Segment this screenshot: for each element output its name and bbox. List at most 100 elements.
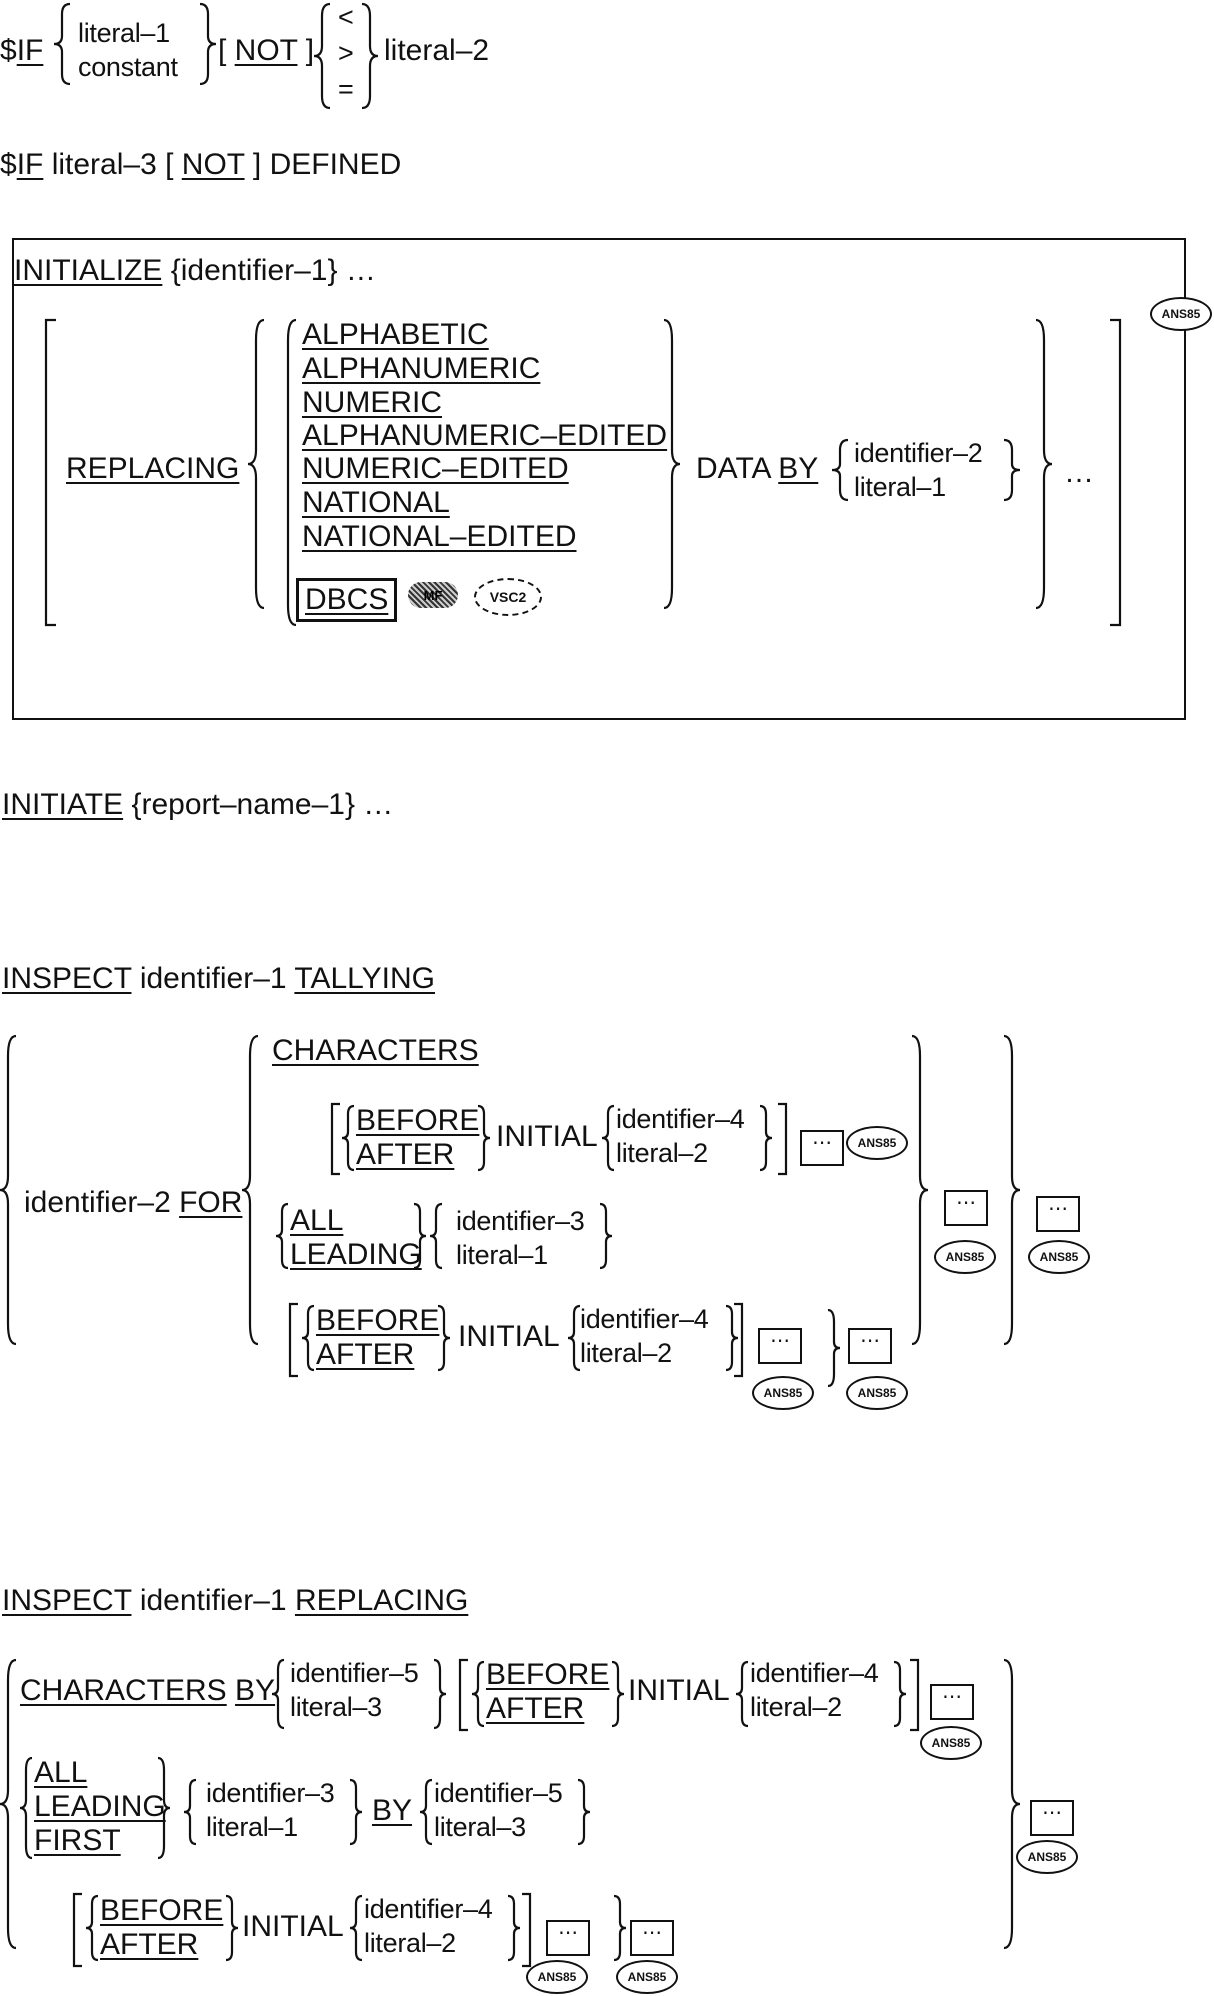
characters-keyword: CHARACTERS: [272, 1034, 479, 1067]
brace: [429, 1202, 443, 1270]
source-identifier: identifier–2: [854, 438, 983, 468]
after-keyword: AFTER: [100, 1928, 199, 1961]
source-literal: literal–1: [854, 472, 946, 502]
initiate-keyword: INITIATE: [2, 788, 124, 821]
category-item: NATIONAL–EDITED: [302, 520, 577, 553]
if-keyword: IF: [16, 148, 44, 181]
ans85-marker: ANS85: [846, 1376, 908, 1410]
initialize-keyword: INITIALIZE: [14, 254, 163, 287]
dbcs-keyword: DBCS: [305, 583, 389, 616]
brace: [433, 1658, 447, 1730]
delimiter-identifier: identifier–4: [364, 1894, 493, 1924]
ellipsis-box: ⋯: [546, 1920, 590, 1956]
bracket: [910, 1658, 920, 1732]
brace: [275, 1202, 289, 1270]
category-item: ALPHABETIC: [302, 318, 489, 351]
bracket: [72, 1892, 82, 1968]
option-literal-1: literal–1: [78, 18, 170, 48]
ellipsis-box: ⋯: [848, 1328, 892, 1364]
ans85-marker: ANS85: [846, 1126, 908, 1160]
brace: [911, 1034, 929, 1346]
ellipsis-box: ⋯: [800, 1130, 844, 1166]
leading-keyword: LEADING: [290, 1238, 422, 1271]
first-keyword: FIRST: [34, 1824, 121, 1857]
brace: [183, 1778, 197, 1846]
dollar-sign: $: [0, 34, 17, 67]
initialize-operand: {identifier–1} …: [170, 254, 376, 287]
ans85-marker: ANS85: [526, 1960, 588, 1994]
ans85-marker: ANS85: [920, 1726, 982, 1760]
ellipsis-box: ⋯: [758, 1328, 802, 1364]
characters-keyword: CHARACTERS: [20, 1674, 227, 1707]
before-keyword: BEFORE: [316, 1304, 440, 1337]
brace: [419, 1778, 433, 1846]
bracket: [734, 1302, 744, 1378]
brace: [477, 1104, 491, 1172]
inspect-identifier: identifier–1: [139, 962, 287, 995]
if-operand: literal–2: [384, 34, 490, 67]
brace: [507, 1894, 521, 1962]
after-keyword: AFTER: [356, 1138, 455, 1171]
by-keyword: BY: [778, 452, 819, 485]
brace: [893, 1660, 907, 1728]
category-item: NATIONAL: [302, 486, 450, 519]
ans85-marker: ANS85: [1150, 297, 1212, 331]
category-item: ALPHANUMERIC: [302, 352, 541, 385]
brace: [601, 1104, 615, 1172]
initiate-operand: {report–name–1} …: [131, 788, 394, 821]
inspect-keyword: INSPECT: [2, 1584, 132, 1617]
for-keyword: FOR: [179, 1186, 243, 1219]
by-keyword: BY: [372, 1794, 413, 1827]
not-keyword: NOT: [234, 34, 298, 67]
before-keyword: BEFORE: [356, 1104, 480, 1137]
not-keyword: NOT: [181, 148, 245, 181]
initial-keyword: INITIAL: [628, 1674, 730, 1707]
brace: [735, 1660, 749, 1728]
brace: [599, 1202, 613, 1270]
brace: [301, 1304, 315, 1372]
brace: [1003, 1034, 1021, 1346]
brace: [0, 1658, 17, 1950]
dollar-sign: $: [0, 148, 17, 181]
bracket: [778, 1102, 788, 1176]
op-greater-than: >: [338, 38, 354, 68]
replacement-literal: literal–3: [434, 1812, 526, 1842]
subject-literal: literal–1: [206, 1812, 298, 1842]
delimiter-literal: literal–2: [750, 1692, 842, 1722]
ans85-marker: ANS85: [934, 1240, 996, 1274]
inspect-identifier: identifier–1: [139, 1584, 287, 1617]
category-item: NUMERIC–EDITED: [302, 452, 569, 485]
brace: [349, 1894, 363, 1962]
ellipsis-box: ⋯: [944, 1190, 988, 1226]
ellipsis-box: ⋯: [1036, 1196, 1080, 1232]
brace: [341, 1104, 355, 1172]
by-keyword: BY: [235, 1674, 276, 1707]
brace: [241, 1034, 259, 1346]
inspect-keyword: INSPECT: [2, 962, 132, 995]
brace: [613, 1894, 627, 1962]
repeat-ellipsis: …: [1064, 456, 1094, 489]
mf-marker: MF: [408, 582, 458, 608]
option-constant: constant: [78, 52, 178, 82]
bracket: [330, 1102, 340, 1176]
brace: [225, 1894, 239, 1962]
before-keyword: BEFORE: [100, 1894, 224, 1927]
brace: [611, 1660, 625, 1728]
brace: [437, 1304, 451, 1372]
brace: [361, 2, 379, 110]
initialize-box: [12, 238, 1186, 720]
brace: [199, 2, 217, 86]
brace: [53, 2, 71, 86]
ellipsis-box: ⋯: [1030, 1800, 1074, 1836]
brace: [19, 1756, 33, 1860]
data-keyword: DATA: [696, 452, 770, 485]
delimiter-literal: literal–2: [364, 1928, 456, 1958]
delimiter-identifier: identifier–4: [580, 1304, 709, 1334]
category-item: NUMERIC: [302, 386, 442, 419]
before-keyword: BEFORE: [486, 1658, 610, 1691]
replacement-identifier: identifier–5: [434, 1778, 563, 1808]
delimiter-literal: literal–2: [580, 1338, 672, 1368]
after-keyword: AFTER: [486, 1692, 585, 1725]
bracket: [458, 1658, 468, 1732]
ellipsis-box: ⋯: [630, 1920, 674, 1956]
